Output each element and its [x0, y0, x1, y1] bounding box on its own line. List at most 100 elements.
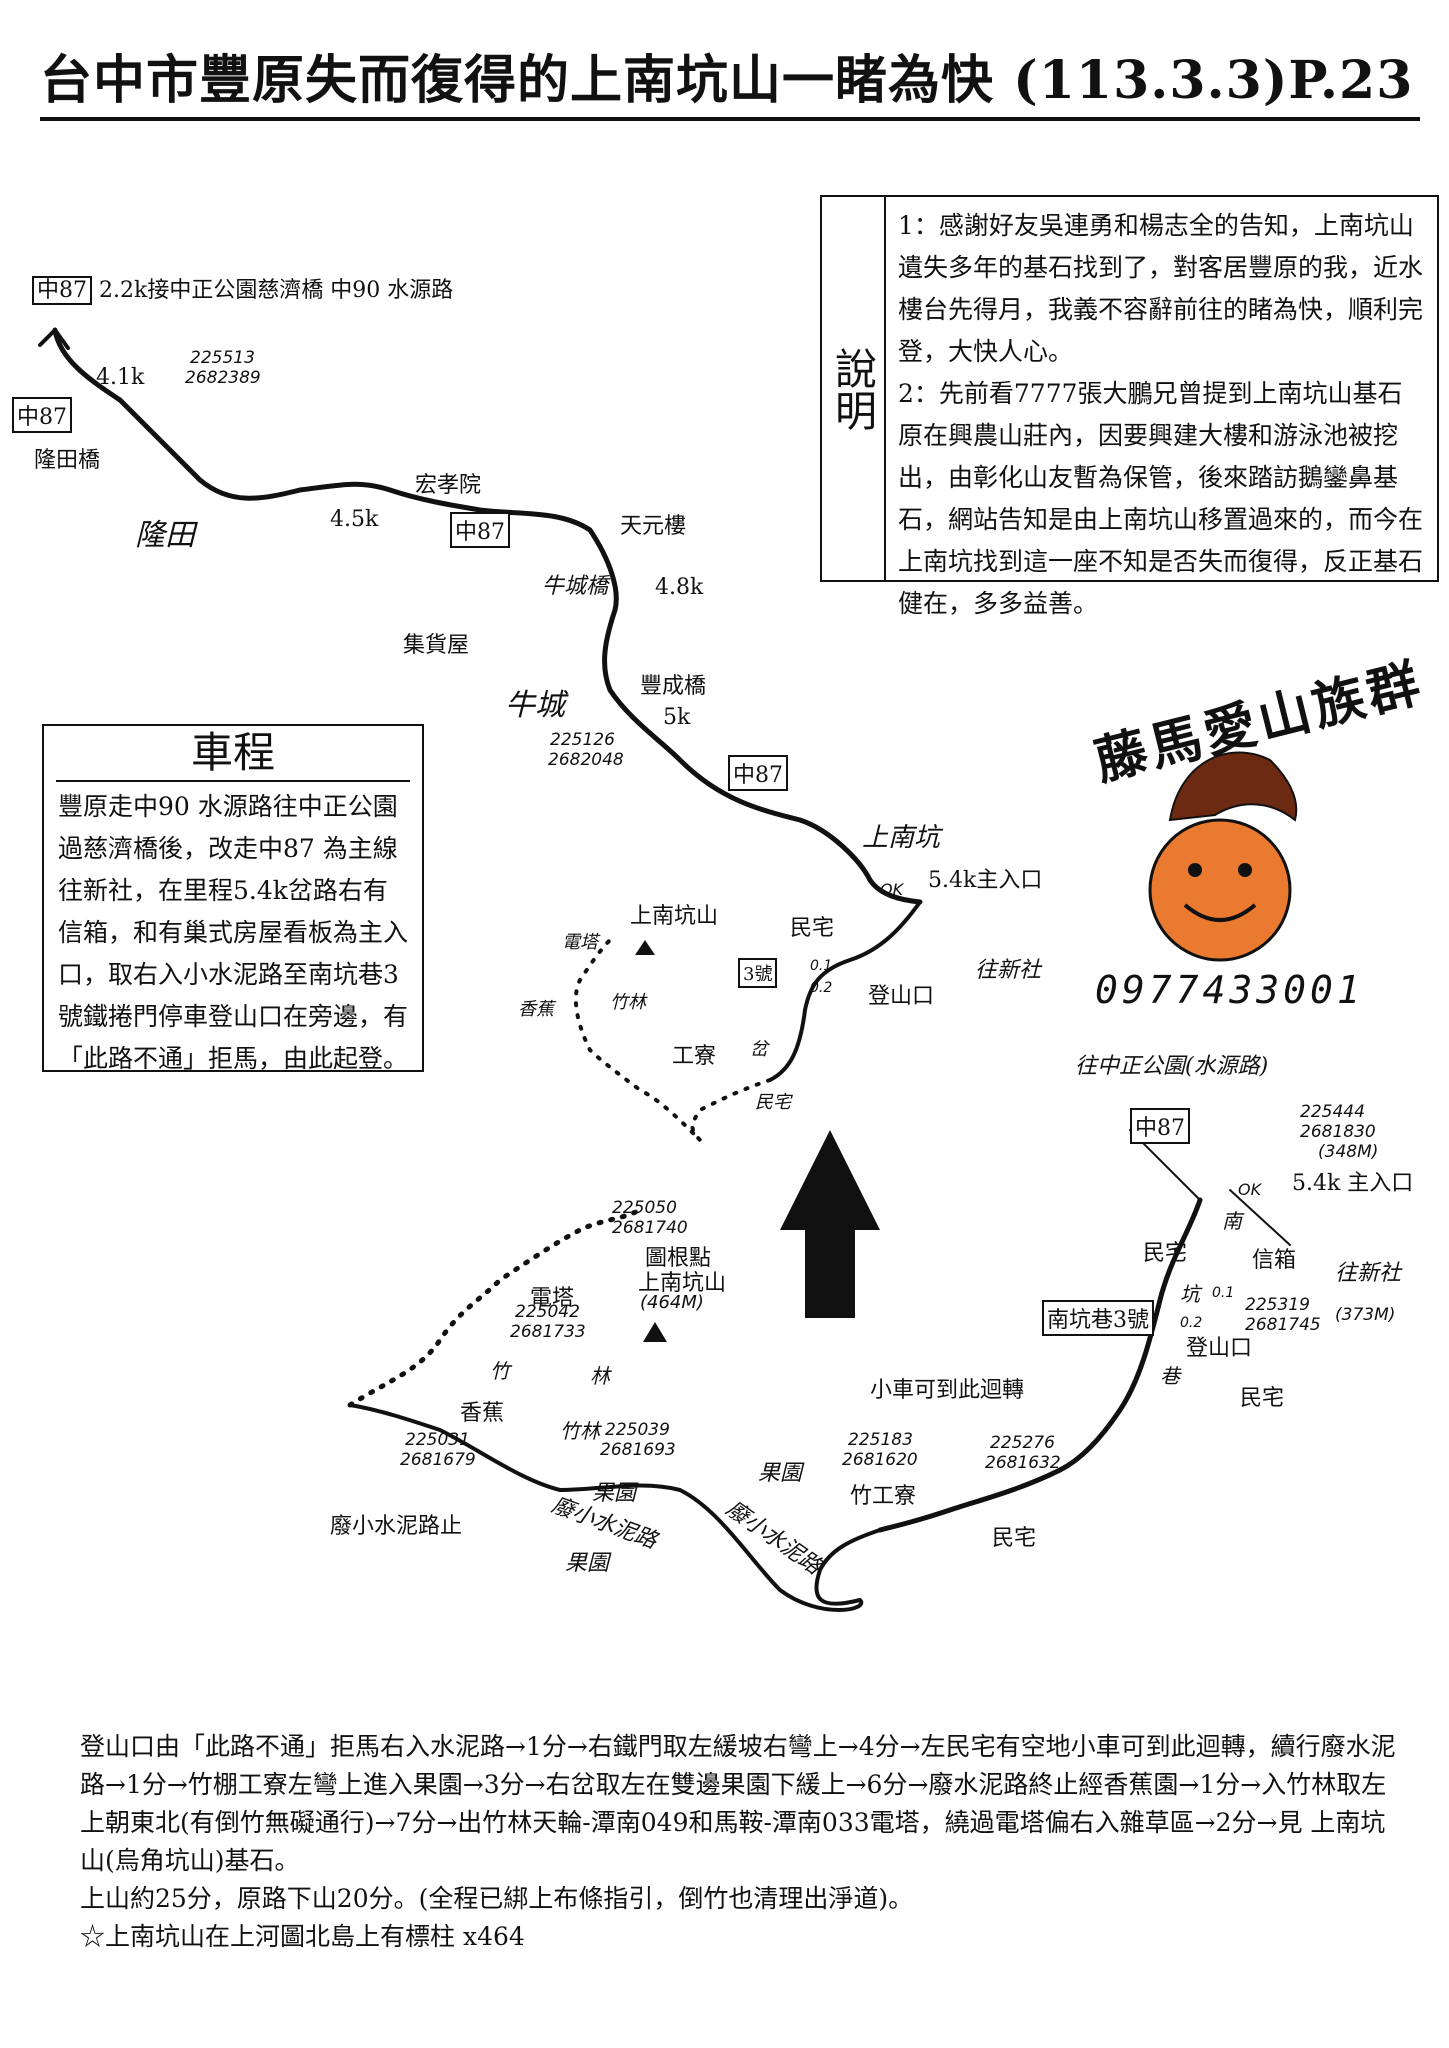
- map1-to-xinshe: 往新社: [975, 958, 1042, 983]
- map2-house2: 民宅: [1240, 1386, 1285, 1411]
- up-arrow-icon: [780, 1130, 880, 1318]
- map1-shangnankeng: 上南坑: [862, 823, 941, 853]
- map1-longtian: 隆田: [135, 518, 195, 553]
- map2-coord-c1: 225276: [990, 1433, 1055, 1453]
- map1-k5: 5k: [663, 705, 691, 730]
- route-description-line1: 登山口由「此路不通」拒馬右入水泥路→1分→右鐵門取左緩坡右彎上→4分→左民宅有空…: [80, 1732, 1396, 1875]
- map1-trailhead: 登山口: [868, 984, 935, 1009]
- map1-coord1b: 2682389: [185, 368, 261, 388]
- map1-coord2b: 2682048: [548, 750, 624, 770]
- map2-road: [877, 1197, 1203, 1533]
- map1-longtian-bridge: 隆田橋: [34, 448, 101, 473]
- map2-cement-end: 廢小水泥路止: [330, 1514, 463, 1539]
- map1-house: 民宅: [790, 916, 835, 941]
- map2-cement-road: [348, 1403, 882, 1612]
- map2-bamboo3: 竹: [490, 1359, 510, 1383]
- map1-k41: 4.1k: [96, 365, 145, 390]
- map2-house: 民宅: [1143, 1241, 1188, 1266]
- map1-tianyuan: 天元樓: [620, 514, 687, 539]
- map2-lin: 林: [590, 1364, 610, 1388]
- drive-title: 車程: [56, 726, 410, 782]
- map1-branch-road: [768, 900, 922, 1082]
- notes-paragraph-2: 2：先前看7777張大鵬兄曾提到上南坑山基石原在興農山莊內，因要興建大樓和游泳池…: [898, 379, 1424, 618]
- map2-lane3: 南坑巷3號: [1042, 1300, 1154, 1336]
- map2-coord-h1: 225042: [515, 1302, 580, 1322]
- map2-keng: 坑: [1180, 1282, 1200, 1306]
- club-mascot-face-icon: [1148, 818, 1292, 962]
- map1-house2: 民宅: [755, 1092, 791, 1113]
- map1-niucheng: 牛城: [505, 688, 565, 723]
- horse-head-icon: [1168, 751, 1298, 822]
- map2-coord-b: 2681830: [1300, 1122, 1376, 1142]
- map1-left-route-box: 中87: [12, 397, 72, 433]
- map1-coord2a: 225126: [550, 730, 615, 750]
- map2-orchard: 果園: [758, 1461, 803, 1486]
- map2-coord-d1: 225183: [848, 1430, 913, 1450]
- map1-peak: 上南坑山: [630, 904, 719, 929]
- map1-coord1a: 225513: [190, 348, 255, 368]
- map2-coord-th-a: 225319: [1245, 1295, 1310, 1315]
- peak-icon: [635, 940, 655, 955]
- map2-coord-e2: 2681693: [600, 1440, 676, 1460]
- map1-k48: 4.8k: [655, 575, 704, 600]
- map2-route-box: 中87: [1130, 1108, 1190, 1144]
- map2-nan: 南: [1222, 1209, 1242, 1233]
- map2-house3: 民宅: [992, 1526, 1037, 1551]
- map2-bamboo-shed: 竹工寮: [850, 1484, 917, 1509]
- map2-orchard2: 果園: [592, 1481, 637, 1506]
- map2-to-park: 往中正公園(水源路): [1075, 1054, 1269, 1079]
- notes-paragraph-1: 1：感謝好友吳連勇和楊志全的告知，上南坑山遺失多年的基石找到了，對客居豐原的我，…: [898, 211, 1424, 366]
- map2-xiang: 巷: [1160, 1364, 1180, 1388]
- map1-arrow-head: [38, 328, 70, 350]
- map2-xinshe-road: [1229, 1189, 1291, 1246]
- map1-trail: [573, 938, 772, 1142]
- map2-ok: OK: [1238, 1180, 1262, 1199]
- map2-elev-a: (348M): [1318, 1142, 1379, 1162]
- map2-coord-c2: 2681632: [985, 1453, 1061, 1473]
- notes-box: 說明 1：感謝好友吳連勇和楊志全的告知，上南坑山遺失多年的基石找到了，對客居豐原…: [820, 195, 1439, 618]
- map2-coord-h2: 2681733: [510, 1322, 586, 1342]
- route-description: 登山口由「此路不通」拒馬右入水泥路→1分→右鐵門取左緩坡右彎上→4分→左民宅有空…: [80, 1728, 1400, 1956]
- map2-d02: 0.2: [1180, 1315, 1203, 1331]
- map2-coord-g2: 2681740: [612, 1218, 688, 1238]
- star-icon: ☆: [80, 1922, 106, 1951]
- map1-entrance: 5.4k主入口: [928, 868, 1043, 893]
- peak-icon-2: [643, 1322, 667, 1342]
- map2-coord-a: 225444: [1300, 1102, 1365, 1122]
- map2-coord-e1: 225039: [605, 1420, 670, 1440]
- map1-ok: OK: [880, 880, 904, 899]
- map2-orchard3: 果園: [565, 1551, 610, 1576]
- map2-coord-f1: 225031: [405, 1430, 470, 1450]
- drive-text: 豐原走中90 水源路往中正公園過慈濟橋後，改走中87 為主線往新社，在里程5.4…: [58, 792, 409, 1073]
- map2-elev-th: (373M): [1335, 1305, 1396, 1325]
- map2-peak-elev: (464M): [640, 1292, 704, 1313]
- map1-bamboo: 竹林: [610, 992, 646, 1013]
- route-description-line3: ☆上南坑山在上河圖北島上有標柱 x464: [80, 1922, 525, 1951]
- map2-trail: [347, 1207, 643, 1408]
- map1-d01: 0.1: [810, 958, 833, 974]
- map2-d01: 0.1: [1212, 1285, 1235, 1301]
- map2-banana: 香蕉: [460, 1401, 505, 1426]
- map1-tower: 電塔: [562, 932, 598, 953]
- map1-mid-route-box: 中87: [450, 512, 510, 548]
- notes-heading: 說明: [822, 197, 886, 580]
- map2-mailbox: 信箱: [1252, 1248, 1297, 1273]
- map2-coord-d2: 2681620: [842, 1450, 918, 1470]
- map1-main-road: [52, 327, 923, 905]
- drive-box: 車程 豐原走中90 水源路往中正公園過慈濟橋後，改走中87 為主線往新社，在里程…: [42, 724, 424, 1073]
- map2-coord-g1: 225050: [612, 1198, 677, 1218]
- map1-banana: 香蕉: [518, 999, 554, 1020]
- map1-route-box-b: 中87: [728, 755, 788, 791]
- map1-fengcheng-bridge: 豐成橋: [640, 674, 707, 699]
- page-title: 台中市豐原失而復得的上南坑山一睹為快 (113.3.3)P.23: [40, 38, 1420, 121]
- map1-route-label: 中87 2.2k接中正公園慈濟橋 中90 水源路: [32, 272, 453, 305]
- map2-to-xinshe: 往新社: [1335, 1261, 1402, 1286]
- map1-shed: 工寮: [672, 1044, 717, 1069]
- map2-benchmark: 圖根點: [645, 1246, 712, 1271]
- map2-tower: 電塔: [530, 1286, 575, 1311]
- notes-body: 1：感謝好友吳連勇和楊志全的告知，上南坑山遺失多年的基石找到了，對客居豐原的我，…: [898, 205, 1427, 625]
- map1-fork: 岔: [750, 1039, 768, 1060]
- map1-warehouse: 集貨屋: [403, 633, 470, 658]
- map2-coord-f2: 2681679: [400, 1450, 476, 1470]
